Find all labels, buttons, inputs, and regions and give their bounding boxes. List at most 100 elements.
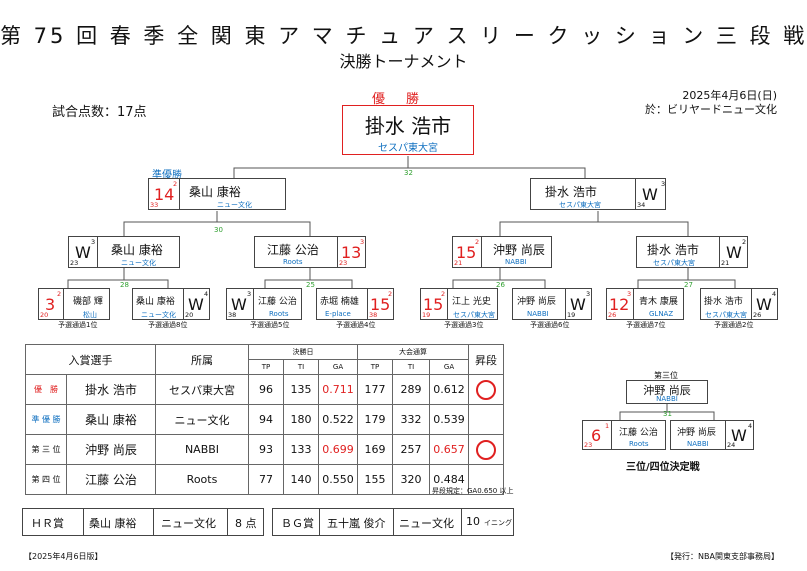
player-name: 沖野 尚辰 [66, 434, 156, 465]
page-title: 第 75 回 春 季 全 関 東 ア マ チ ュ ア ス リ ー ク ッ シ ョ… [0, 24, 807, 48]
champion-label: 優 勝 [372, 92, 424, 107]
final-right-name: 掛水 浩市 [545, 185, 597, 199]
player-club: ニュー文化 [155, 404, 249, 435]
semi-result: W [75, 243, 91, 262]
qf-result: W [231, 295, 247, 314]
qf-name: 桑山 康裕 [136, 297, 175, 307]
qf-result-cell: W 3 38 [227, 289, 254, 319]
player-name: 江藤 公治 [66, 464, 156, 495]
promotion-note: 昇段規定：GA0.650 以上 [432, 487, 514, 495]
third-place-left-club: Roots [629, 440, 649, 448]
promotion-cell [468, 434, 504, 465]
final-right-club: セスパ東大宮 [559, 201, 601, 209]
subheader: TP [248, 359, 284, 375]
ti-final: 180 [283, 404, 319, 435]
third-place-left-name: 江藤 公治 [619, 428, 658, 438]
hr-award: ＨＲ賞 桑山 康裕 ニュー文化 8 点 [22, 508, 264, 536]
semi-name: 沖野 尚辰 [493, 243, 545, 257]
promotion-circle-icon [476, 439, 496, 460]
table-row: 第 三 位 沖野 尚辰 NABBI 93 133 0.699 169 257 0… [25, 434, 504, 465]
player-club: セスパ東大宮 [155, 374, 249, 405]
qf-result: 3 [45, 295, 56, 314]
qf-result: 12 [609, 295, 630, 314]
qf-sub: 19 [422, 311, 431, 319]
player-name: 掛水 浩市 [66, 374, 156, 405]
ga-final: 0.522 [318, 404, 358, 435]
qf-box: 3 2 20 磯部 輝 松山 [38, 288, 110, 320]
ti-final: 135 [283, 374, 319, 405]
semi-sub: 21 [454, 259, 463, 267]
subheader: TP [357, 359, 393, 375]
final-right-sub: 34 [637, 201, 646, 209]
divider [393, 509, 394, 535]
ga-total: 0.612 [429, 374, 469, 405]
header-total: 大会通算 [357, 344, 469, 360]
qf-name: 江藤 公治 [258, 297, 297, 307]
qf-club: 松山 [83, 311, 97, 319]
semi-result-cell: 13 3 23 [337, 237, 366, 267]
semi-box: 江藤 公治 Roots 13 3 23 [254, 236, 366, 268]
table-row: 準 優 勝 桑山 康裕 ニュー文化 94 180 0.522 179 332 0… [25, 404, 504, 435]
semi-score: 26 [496, 281, 505, 289]
page-subtitle: 決勝トーナメント [339, 52, 468, 71]
qf-box: W 3 38 江藤 公治 Roots [226, 288, 302, 320]
qf-club: セスパ東大宮 [705, 311, 747, 319]
qf-result: W [756, 295, 772, 314]
qf-name: 沖野 尚辰 [517, 297, 556, 307]
publisher-note: 【発行：NBA関東支部事務局】 [666, 552, 779, 561]
header-player: 入賞選手 [25, 344, 156, 375]
semi-club: NABBI [505, 258, 527, 266]
tp-total: 179 [357, 404, 393, 435]
subheader: TI [392, 359, 430, 375]
points-info: 試合点数：17点 [52, 105, 147, 120]
qf-box: 沖野 尚辰 NABBI W 3 19 [512, 288, 592, 320]
player-club: NABBI [155, 434, 249, 465]
final-right-result-cell: W 3 34 [635, 179, 666, 209]
semi-seed: 3 [91, 238, 96, 246]
qf-club: E-place [325, 310, 351, 318]
third-place-left-result: 6 [591, 426, 602, 445]
divider [319, 509, 320, 535]
bg-award-label: ＢＧ賞 [281, 517, 314, 530]
bg-award-club: ニュー文化 [399, 517, 454, 530]
final-right-box: 掛水 浩市 セスパ東大宮 W 3 34 [530, 178, 666, 210]
bg-award: ＢＧ賞 五十嵐 俊介 ニュー文化 10 イニング [272, 508, 514, 536]
semi-result-cell: W 3 23 [69, 237, 98, 267]
qf-sub: 38 [228, 311, 237, 319]
qf-result-cell: W 3 19 [565, 289, 592, 319]
qf-note: 予選通過5位 [250, 321, 290, 329]
qf-name: 磯部 輝 [73, 297, 103, 307]
third-place-right-result: W [731, 426, 747, 445]
third-place-winner-name: 沖野 尚辰 [643, 384, 691, 397]
subheader: TI [283, 359, 319, 375]
promotion-cell [468, 464, 504, 495]
final-left-seed: 2 [173, 180, 178, 188]
divider [153, 509, 154, 535]
promotion-cell [468, 374, 504, 405]
semi-result-cell: W 2 21 [719, 237, 748, 267]
third-place-winner-box: 沖野 尚辰 NABBI [626, 380, 708, 404]
semi-score: 27 [684, 281, 693, 289]
ga-total: 0.539 [429, 404, 469, 435]
qf-result: W [570, 295, 586, 314]
semi-box: 掛水 浩市 セスパ東大宮 W 2 21 [636, 236, 748, 268]
tp-final: 77 [248, 464, 284, 495]
qf-result-cell: W 4 26 [751, 289, 778, 319]
final-left-result: 14 [154, 185, 175, 204]
tp-final: 96 [248, 374, 284, 405]
ga-final: 0.550 [318, 464, 358, 495]
ti-total: 289 [392, 374, 430, 405]
ga-final: 0.699 [318, 434, 358, 465]
qf-seed: 2 [441, 290, 446, 298]
qf-sub: 26 [753, 311, 762, 319]
promotion-circle-icon [476, 379, 496, 400]
champion-name: 掛水 浩市 [364, 114, 452, 138]
semi-result: W [726, 243, 742, 262]
semi-box: W 3 23 桑山 康裕 ニュー文化 [68, 236, 180, 268]
third-place-score: 31 [663, 410, 672, 418]
qf-box: 赤堀 楠雄 E-place 15 2 38 [316, 288, 394, 320]
ti-total: 257 [392, 434, 430, 465]
table-row: 優 勝 掛水 浩市 セスパ東大宮 96 135 0.711 177 289 0.… [25, 374, 504, 405]
tp-final: 94 [248, 404, 284, 435]
semi-club: Roots [283, 258, 303, 266]
